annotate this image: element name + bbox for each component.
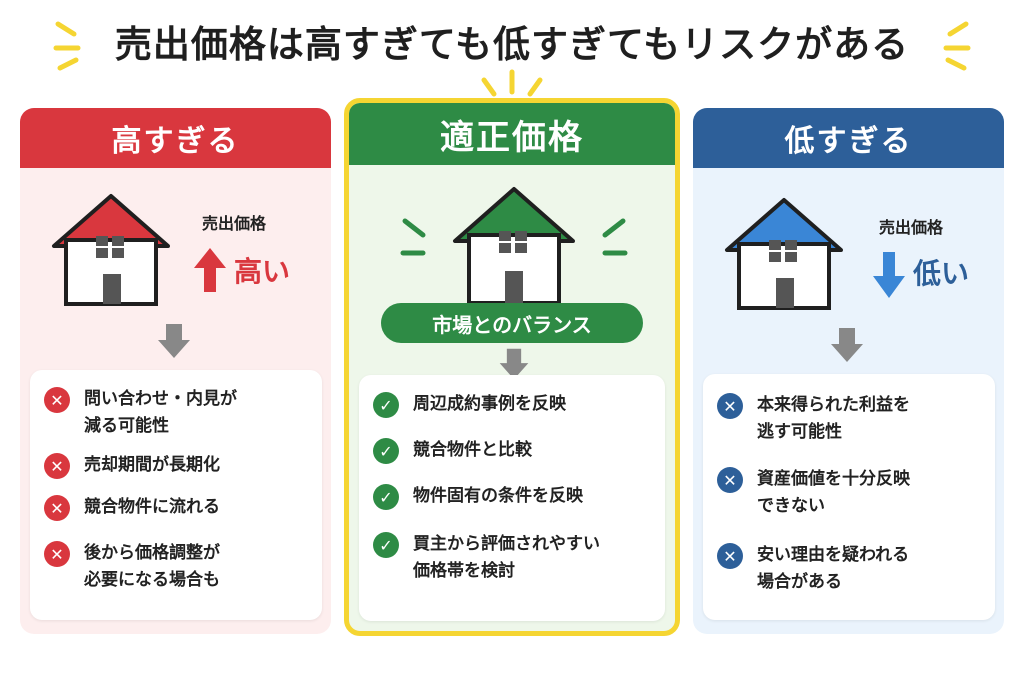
- cross-icon: ✕: [44, 541, 70, 567]
- check-icon: ✓: [373, 438, 399, 464]
- panel-header-low: 低すぎる: [693, 108, 1004, 168]
- arrow-down-icon: [158, 324, 190, 358]
- panel-header-fair: 適正価格: [349, 103, 675, 165]
- page-title: 売出価格は高すぎても低すぎてもリスクがある: [114, 23, 910, 66]
- item-text-line2: 必要になる場合も: [84, 570, 220, 590]
- cross-icon: ✕: [44, 495, 70, 521]
- list-item: ✓ 買主から評価されやすい価格帯を検討: [373, 531, 655, 585]
- item-text-line2: 減る可能性: [84, 416, 169, 436]
- panel-too-high: 高すぎる 売出価格 高い ✕ 問い合わせ・内見が減る可能性 ✕ 売却期間が長期化…: [20, 108, 331, 634]
- cross-icon: ✕: [717, 543, 743, 569]
- item-text-line2: 価格帯を検討: [413, 561, 515, 581]
- panel-fair-price: 適正価格 市場とのバランス ✓ 周辺成約事例を反映 ✓ 競合物件と比較 ✓ 物件…: [344, 98, 680, 636]
- list-item: ✕ 後から価格調整が必要になる場合も: [44, 540, 312, 594]
- cross-icon: ✕: [44, 453, 70, 479]
- house-icon: [725, 198, 843, 310]
- price-value: 高い: [234, 255, 291, 288]
- sparkle-top-icon: [481, 69, 543, 97]
- list-item: ✓ 周辺成約事例を反映: [373, 391, 655, 418]
- item-text-line2: 場合がある: [757, 572, 842, 592]
- item-text: 資産価値を十分反映: [757, 469, 910, 489]
- item-text-line2: 逃す可能性: [757, 422, 842, 442]
- risk-list-low: ✕ 本来得られた利益を逃す可能性 ✕ 資産価値を十分反映できない ✕ 安い理由を…: [703, 374, 995, 620]
- sparkle-house-icon: [400, 218, 628, 256]
- list-item: ✕ 問い合わせ・内見が減る可能性: [44, 386, 312, 440]
- sparkle-right-icon: [943, 21, 971, 71]
- merit-list-fair: ✓ 周辺成約事例を反映 ✓ 競合物件と比較 ✓ 物件固有の条件を反映 ✓ 買主か…: [359, 375, 665, 621]
- item-text: 競合物件に流れる: [84, 497, 220, 517]
- item-text: 本来得られた利益を: [757, 395, 910, 415]
- arrow-down-icon: [499, 348, 529, 380]
- panel-header-high: 高すぎる: [20, 108, 331, 168]
- list-item: ✕ 安い理由を疑われる場合がある: [717, 542, 985, 596]
- cross-icon: ✕: [717, 393, 743, 419]
- item-text: 問い合わせ・内見が: [84, 389, 237, 409]
- item-text-line2: できない: [757, 496, 825, 516]
- panel-too-low: 低すぎる 売出価格 低い ✕ 本来得られた利益を逃す可能性 ✕ 資産価値を十分反…: [693, 108, 1004, 634]
- price-value: 低い: [913, 257, 970, 290]
- arrow-up-icon: [194, 248, 226, 292]
- list-item: ✓ 物件固有の条件を反映: [373, 483, 655, 510]
- price-label: 売出価格: [202, 214, 267, 233]
- house-icon: [52, 194, 170, 306]
- check-icon: ✓: [373, 532, 399, 558]
- price-label: 売出価格: [879, 218, 944, 237]
- item-text: 売却期間が長期化: [84, 455, 220, 475]
- item-text: 後から価格調整が: [84, 543, 220, 563]
- market-balance-badge: 市場とのバランス: [381, 303, 643, 343]
- list-item: ✕ 本来得られた利益を逃す可能性: [717, 392, 985, 446]
- list-item: ✕ 売却期間が長期化: [44, 452, 312, 479]
- arrow-down-icon: [873, 252, 905, 298]
- sparkle-left-icon: [53, 21, 81, 71]
- cross-icon: ✕: [44, 387, 70, 413]
- item-text: 競合物件と比較: [413, 440, 532, 460]
- item-text: 安い理由を疑われる: [757, 545, 910, 565]
- item-text: 買主から評価されやすい: [413, 534, 600, 554]
- house-icon: [453, 187, 575, 305]
- list-item: ✓ 競合物件と比較: [373, 437, 655, 464]
- check-icon: ✓: [373, 484, 399, 510]
- arrow-down-icon: [831, 328, 863, 362]
- item-text: 周辺成約事例を反映: [413, 394, 566, 414]
- cross-icon: ✕: [717, 467, 743, 493]
- list-item: ✕ 資産価値を十分反映できない: [717, 466, 985, 520]
- list-item: ✕ 競合物件に流れる: [44, 494, 312, 521]
- item-text: 物件固有の条件を反映: [413, 486, 583, 506]
- check-icon: ✓: [373, 392, 399, 418]
- risk-list-high: ✕ 問い合わせ・内見が減る可能性 ✕ 売却期間が長期化 ✕ 競合物件に流れる ✕…: [30, 370, 322, 620]
